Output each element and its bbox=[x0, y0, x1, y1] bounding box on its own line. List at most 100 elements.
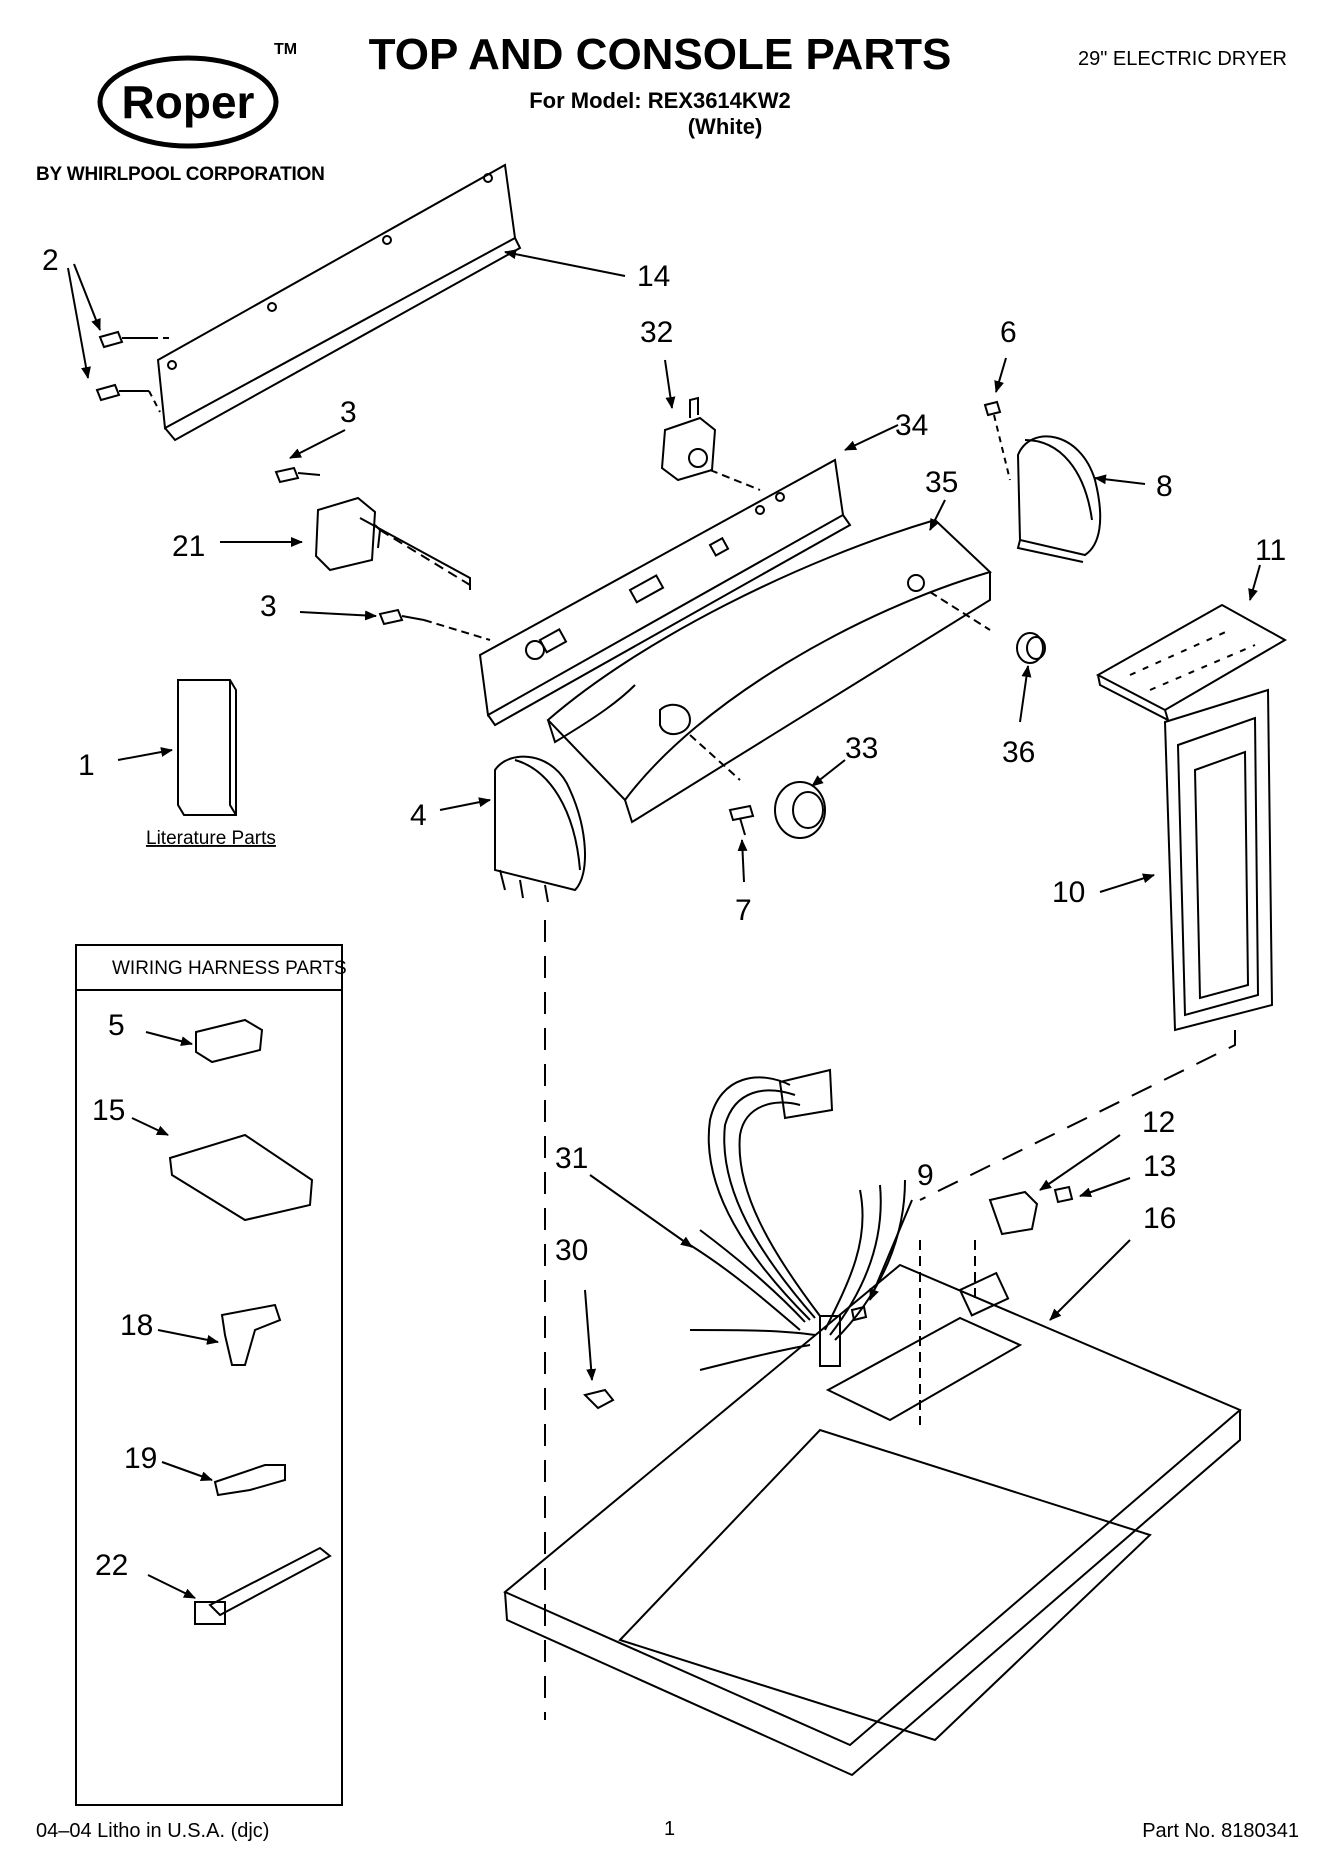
leader-7 bbox=[737, 839, 748, 883]
knob-part-33 bbox=[774, 781, 826, 839]
leader-11 bbox=[1248, 564, 1261, 601]
leader-10 bbox=[1099, 873, 1155, 893]
literature-parts-label: Literature Parts bbox=[146, 828, 276, 849]
callout-6: 6 bbox=[1000, 316, 1017, 349]
leader-1 bbox=[117, 747, 173, 761]
leader-32 bbox=[664, 359, 676, 409]
wire-harness-part-31 bbox=[689, 1068, 906, 1371]
literature-part-1 bbox=[177, 679, 237, 816]
callout-31: 31 bbox=[555, 1142, 588, 1175]
color-line: (White) bbox=[687, 114, 763, 139]
callout-15: 15 bbox=[92, 1094, 125, 1127]
console-panel-part-35 bbox=[546, 518, 992, 824]
leader-5 bbox=[145, 1031, 193, 1047]
callout-32: 32 bbox=[640, 316, 673, 349]
leader-16 bbox=[1049, 1239, 1131, 1321]
callout-12: 12 bbox=[1142, 1106, 1175, 1139]
callout-7: 7 bbox=[735, 894, 752, 927]
alignment-line-right bbox=[919, 1030, 1236, 1201]
callout-36: 36 bbox=[1002, 736, 1035, 769]
wiring-harness-box-title: WIRING HARNESS PARTS bbox=[112, 958, 347, 979]
callout-3b: 3 bbox=[260, 590, 277, 623]
roper-logo-graphic: Roper TM bbox=[97, 41, 297, 149]
lint-screen-part-10 bbox=[1163, 688, 1274, 1032]
leader-35 bbox=[929, 499, 946, 531]
screw-part-7 bbox=[728, 804, 755, 836]
callout-10: 10 bbox=[1052, 876, 1085, 909]
callout-33: 33 bbox=[845, 732, 878, 765]
brand-byline: BY WHIRLPOOL CORPORATION bbox=[36, 164, 325, 185]
model-line: For Model: REX3614KW2 bbox=[529, 88, 791, 113]
clip-part-18 bbox=[220, 1303, 282, 1366]
connector-part-5 bbox=[195, 1018, 264, 1064]
callout-4: 4 bbox=[410, 799, 427, 832]
button-part-36 bbox=[1016, 632, 1046, 664]
leader-3a bbox=[289, 429, 346, 459]
callout-21: 21 bbox=[172, 530, 205, 563]
footer-litho: 04–04 Litho in U.S.A. (djc) bbox=[36, 1820, 270, 1842]
callout-5: 5 bbox=[108, 1009, 125, 1042]
screw-part-9 bbox=[850, 1305, 868, 1322]
callout-34: 34 bbox=[895, 409, 928, 442]
console-bracket-part-34 bbox=[478, 458, 852, 727]
leader-4 bbox=[439, 797, 491, 811]
callout-2: 2 bbox=[42, 244, 59, 277]
leader-14 bbox=[504, 249, 626, 277]
leader-6 bbox=[994, 357, 1007, 393]
connector-part-15 bbox=[168, 1133, 314, 1222]
bracket-part-12 bbox=[988, 1190, 1039, 1236]
leader-18 bbox=[157, 1329, 219, 1345]
leader-34 bbox=[844, 424, 899, 451]
leader-19 bbox=[161, 1461, 213, 1481]
cable-tie-part-22 bbox=[194, 1546, 332, 1625]
leader-36 bbox=[1019, 665, 1032, 723]
callout-11: 11 bbox=[1255, 534, 1286, 567]
end-cap-part-4 bbox=[494, 755, 587, 903]
roper-logo: Roper TM bbox=[96, 40, 306, 150]
leader-22 bbox=[147, 1574, 196, 1599]
switch-part-32 bbox=[660, 396, 761, 491]
dryer-top-part-16 bbox=[503, 1240, 1242, 1777]
wiring-harness-box bbox=[75, 944, 343, 1806]
leader-12 bbox=[1039, 1134, 1121, 1191]
callout-30: 30 bbox=[555, 1234, 588, 1267]
leader-33 bbox=[811, 759, 846, 787]
screws-part-2 bbox=[95, 330, 172, 413]
leader-30 bbox=[584, 1289, 597, 1381]
leader-9 bbox=[869, 1199, 913, 1301]
callout-1: 1 bbox=[78, 749, 95, 782]
timer-part-21 bbox=[314, 496, 471, 590]
leader-31 bbox=[589, 1174, 693, 1248]
callout-19: 19 bbox=[124, 1442, 157, 1475]
clip-part-30 bbox=[583, 1388, 615, 1410]
callout-35: 35 bbox=[925, 466, 958, 499]
leader-2a bbox=[73, 263, 101, 331]
callout-3a: 3 bbox=[340, 396, 357, 429]
leader-3b bbox=[299, 610, 377, 621]
part-number: Part No. 8180341 bbox=[1142, 1820, 1299, 1842]
leader-15 bbox=[131, 1117, 169, 1136]
product-name: 29" ELECTRIC DRYER bbox=[1077, 48, 1287, 70]
page-number: 1 bbox=[663, 1818, 676, 1840]
leader-8 bbox=[1094, 474, 1146, 485]
rear-panel-part-14 bbox=[156, 163, 522, 442]
screw-part-6 bbox=[983, 400, 1011, 481]
end-cap-part-8 bbox=[1016, 435, 1102, 563]
screw-part-13 bbox=[1053, 1185, 1074, 1204]
lint-cover-part-11 bbox=[1095, 603, 1288, 722]
screws-part-3 bbox=[274, 466, 491, 641]
logo-text: Roper bbox=[122, 76, 255, 128]
callout-13: 13 bbox=[1143, 1150, 1176, 1183]
page-title: TOP AND CONSOLE PARTS bbox=[368, 30, 952, 79]
trademark-mark: TM bbox=[274, 41, 297, 58]
terminal-part-19 bbox=[213, 1464, 286, 1497]
leader-13 bbox=[1079, 1177, 1131, 1197]
callout-22: 22 bbox=[95, 1549, 128, 1582]
callout-16: 16 bbox=[1143, 1202, 1176, 1235]
callout-8: 8 bbox=[1156, 470, 1173, 503]
callout-9: 9 bbox=[917, 1159, 934, 1192]
callout-14: 14 bbox=[637, 260, 670, 293]
leader-2b bbox=[67, 267, 91, 379]
callout-18: 18 bbox=[120, 1309, 153, 1342]
